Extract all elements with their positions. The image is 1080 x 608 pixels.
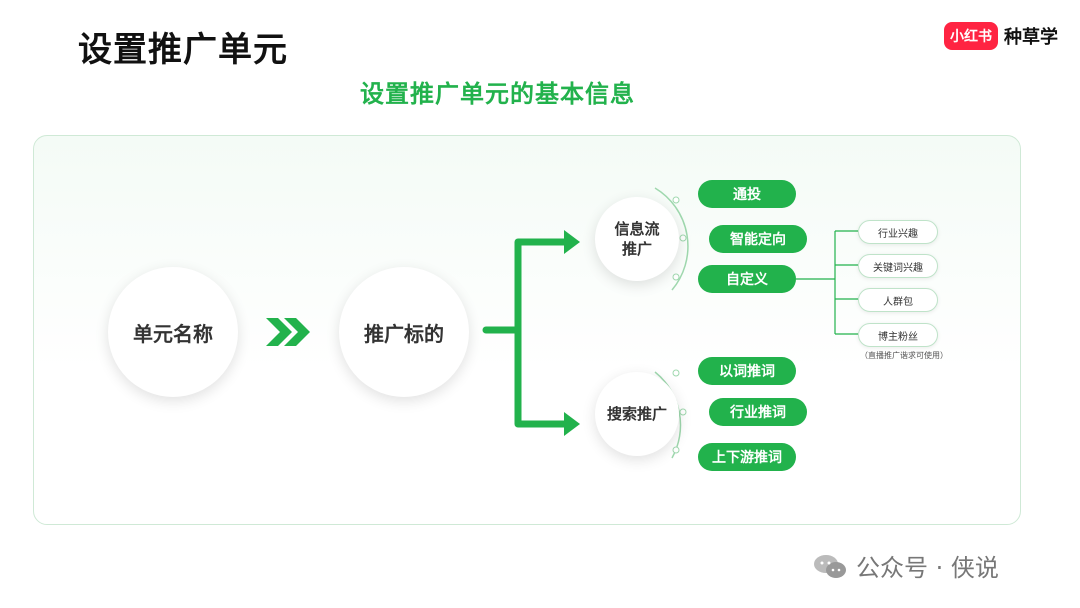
logo-text: 种草学 — [1004, 27, 1058, 48]
feed-promo-node: 信息流 推广 — [595, 197, 679, 281]
custom-note: （直播推广谐求可使用） — [860, 351, 948, 360]
custom-option: 博主粉丝 — [858, 323, 938, 347]
page-subtitle: 设置推广单元的基本信息 — [360, 80, 635, 108]
feed-option-pill: 通投 — [698, 180, 796, 208]
search-option-pill: 以词推词 — [698, 357, 796, 385]
wechat-icon — [814, 554, 846, 578]
fork-arrows — [482, 238, 570, 428]
custom-option: 人群包 — [858, 288, 938, 312]
feed-option-pill: 智能定向 — [709, 225, 807, 253]
custom-option: 关键词兴趣 — [858, 254, 938, 278]
search-option-pill: 行业推词 — [709, 398, 807, 426]
unit-name-node: 单元名称 — [108, 267, 238, 397]
double-chevron-icon — [266, 318, 310, 346]
page-title: 设置推广单元 — [78, 30, 288, 70]
watermark-text: 公众号 · 侠说 — [856, 554, 999, 582]
logo-badge: 小红书 — [944, 22, 998, 50]
promo-target-node: 推广标的 — [339, 267, 469, 397]
brand-logo: 小红书 种草学 — [944, 22, 1058, 50]
feed-option-pill: 自定义 — [698, 265, 796, 293]
search-option-pill: 上下游推词 — [698, 443, 796, 471]
watermark: 公众号 · 侠说 — [812, 548, 999, 583]
custom-option: 行业兴趣 — [858, 220, 938, 244]
search-promo-node: 搜索推广 — [595, 372, 679, 456]
